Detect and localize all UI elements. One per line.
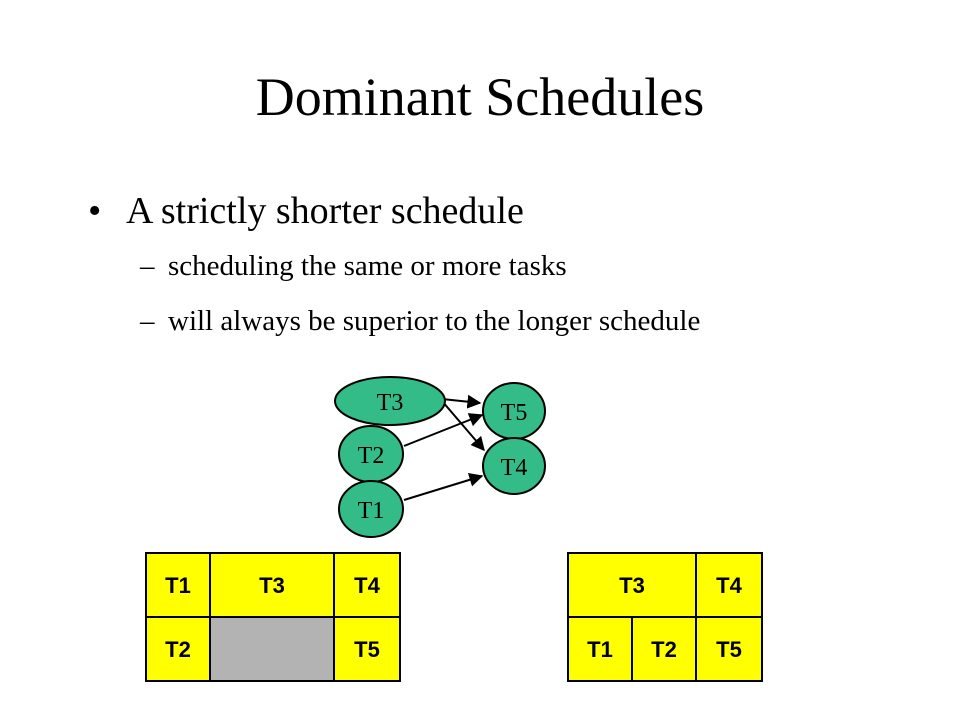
graph-node-t4: T4 [482,437,546,495]
cell-label: T2 [165,637,191,662]
schedule-right: T3 T4 T1 T2 T5 [567,552,763,682]
edge-t3-t4 [441,400,485,452]
graph-nodes: T3 T2 T1 T5 T4 [334,376,546,538]
edge-t3-t5 [441,394,482,409]
schedule-cell [695,552,763,618]
subbullet-text: scheduling the same or more tasks [168,250,567,282]
cell-label: T4 [354,573,380,598]
edge-t2-t5 [403,413,484,447]
cell-label: T3 [619,573,645,598]
subbullet-item: –will always be superior to the longer s… [140,303,700,339]
schedule-cell [567,552,697,618]
subbullet-item: –scheduling the same or more tasks [140,248,567,284]
schedule-cell [567,616,633,682]
bullet-text: A strictly shorter schedule [126,190,524,232]
graph-node-t5: T5 [482,382,546,440]
node-label: T2 [358,443,385,469]
graph-edges [403,394,485,501]
idle-cell [209,616,335,682]
subbullet-text: will always be superior to the longer sc… [168,305,701,337]
node-label: T3 [377,390,404,416]
cell-label: T3 [259,573,285,598]
schedule-cell [145,552,211,618]
cell-label: T1 [587,637,613,662]
cell-label: T2 [651,637,677,662]
cell-label: T5 [716,637,742,662]
node-label: T4 [501,455,528,481]
node-label: T5 [501,400,528,426]
schedule-cell [695,616,763,682]
schedule-cell [333,552,401,618]
bullet-list: • A strictly shorter schedule –scheduling… [88,188,700,339]
schedule-left: T1 T3 T4 T2 T5 [145,552,401,682]
schedule-cell [145,616,211,682]
graph-node-t3: T3 [334,376,446,426]
node-label: T1 [358,498,385,524]
graph-node-t2: T2 [338,425,404,483]
schedule-cell [631,616,697,682]
subbullet-marker: – [140,250,155,282]
edge-t1-t4 [403,473,484,501]
bullet-marker: • [88,190,102,232]
page-title: Dominant Schedules [255,67,705,127]
graph-node-t1: T1 [338,480,404,538]
cell-label: T5 [354,637,380,662]
cell-label: T1 [165,573,191,598]
bullet-item: • A strictly shorter schedule [88,188,524,234]
cell-label: T4 [716,573,742,598]
schedule-cell [333,616,401,682]
subbullet-marker: – [140,305,155,337]
